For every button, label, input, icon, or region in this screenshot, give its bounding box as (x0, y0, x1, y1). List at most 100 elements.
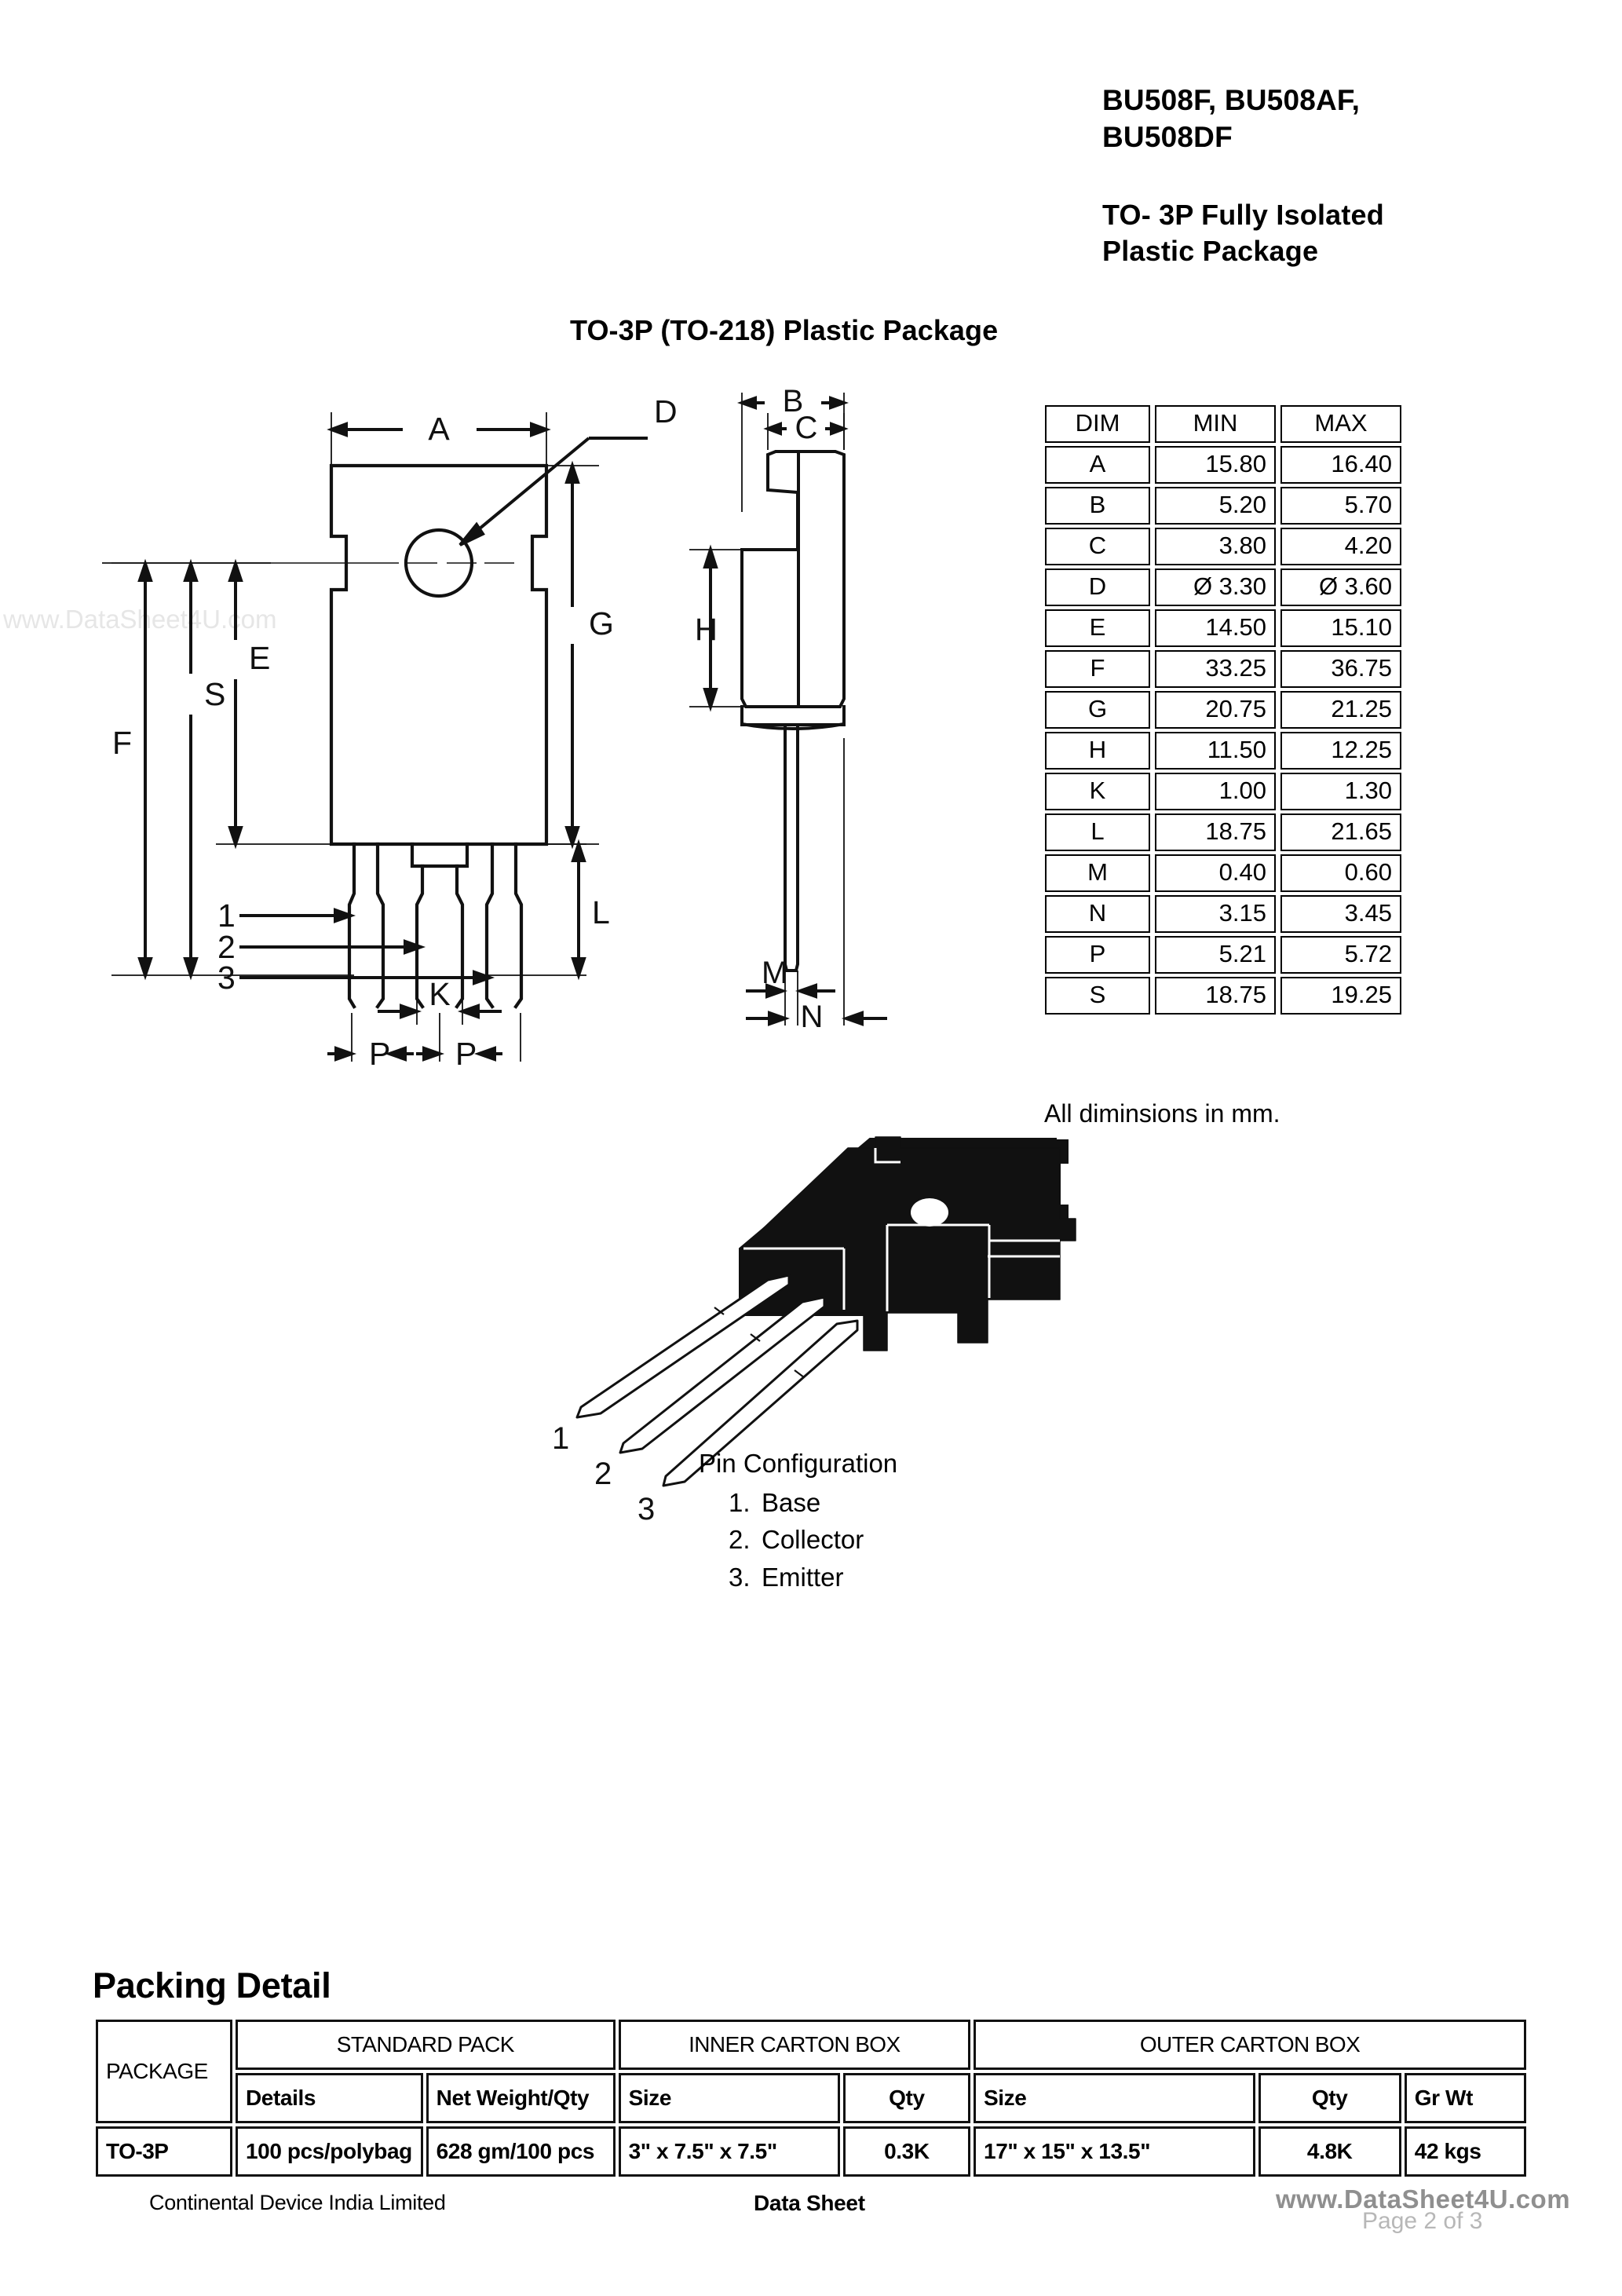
dim-table-header-row: DIM MIN MAX (1045, 405, 1401, 443)
dim-cell: M (1045, 854, 1150, 892)
min-cell: 5.20 (1155, 487, 1276, 525)
min-cell: 14.50 (1155, 609, 1276, 647)
dim-cell: S (1045, 977, 1150, 1015)
min-cell: Ø 3.30 (1155, 569, 1276, 606)
pin-number-1: 1 (217, 898, 236, 934)
packing-subheader-outer-size: Size (974, 2073, 1255, 2123)
dim-label-P-left: P (369, 1036, 390, 1072)
dim-cell: D (1045, 569, 1150, 606)
packing-value-inner-qty: 0.3K (842, 2126, 971, 2177)
dim-label-L: L (592, 894, 610, 930)
packing-value-package: TO-3P (96, 2126, 232, 2177)
section-title: TO-3P (TO-218) Plastic Package (570, 314, 999, 346)
packing-subheader-inner-size: Size (618, 2073, 840, 2123)
watermark-left: www.DataSheet4U.com (3, 605, 277, 634)
dim-label-B: B (783, 384, 804, 419)
min-cell: 18.75 (1155, 813, 1276, 851)
min-cell: 20.75 (1155, 691, 1276, 729)
pin-index: 3. (729, 1562, 751, 1592)
min-cell: 3.80 (1155, 528, 1276, 565)
max-cell: 0.60 (1280, 854, 1401, 892)
packing-value-gr-wt: 42 kgs (1404, 2126, 1526, 2177)
dim-row-S: S 18.75 19.25 (1045, 977, 1401, 1015)
dim-row-M: M 0.40 0.60 (1045, 854, 1401, 892)
dim-row-C: C 3.80 4.20 (1045, 528, 1401, 565)
dim-cell: B (1045, 487, 1150, 525)
packing-sub-header-row: Details Net Weight/Qty Size Qty Size Qty… (96, 2073, 1526, 2123)
dim-cell: F (1045, 650, 1150, 688)
dim-label-M: M (762, 956, 787, 990)
dim-label-P-right: P (455, 1036, 477, 1072)
dim-row-P: P 5.21 5.72 (1045, 936, 1401, 974)
isometric-package-drawing: 1 2 3 (518, 1131, 1099, 1539)
max-cell: 21.25 (1280, 691, 1401, 729)
dim-row-G: G 20.75 21.25 (1045, 691, 1401, 729)
side-view-drawing: B C H M (689, 384, 1013, 1036)
packing-detail-table: PACKAGE STANDARD PACK INNER CARTON BOX O… (93, 2016, 1529, 2180)
dim-row-N: N 3.15 3.45 (1045, 895, 1401, 933)
footer-doctype: Data Sheet (754, 2191, 865, 2215)
packing-header-inner-carton: INNER CARTON BOX (618, 2020, 971, 2070)
packing-subheader-details: Details (235, 2073, 423, 2123)
dim-label-K: K (429, 976, 450, 1012)
dim-label-S: S (204, 676, 225, 712)
iso-pin-number-1: 1 (552, 1421, 569, 1456)
dim-cell: P (1045, 936, 1150, 974)
package-title-line-2: Plastic Package (1102, 234, 1319, 267)
dim-header-dim: DIM (1045, 405, 1150, 443)
dim-cell: A (1045, 446, 1150, 484)
iso-pin-number-2: 2 (594, 1457, 612, 1491)
packing-header-outer-carton: OUTER CARTON BOX (974, 2020, 1526, 2070)
min-cell: 15.80 (1155, 446, 1276, 484)
dim-row-F: F 33.25 36.75 (1045, 650, 1401, 688)
watermark-footer: www.DataSheet4U.com (1276, 2184, 1571, 2214)
dim-header-min: MIN (1155, 405, 1276, 443)
page-number: Page 2 of 3 (1362, 2208, 1483, 2234)
footer-company: Continental Device India Limited (149, 2191, 446, 2214)
dim-cell: C (1045, 528, 1150, 565)
dim-header-max: MAX (1280, 405, 1401, 443)
front-view-drawing: A D G E (102, 385, 718, 1072)
max-cell: 21.65 (1280, 813, 1401, 851)
packing-value-outer-qty: 4.8K (1258, 2126, 1401, 2177)
part-numbers-line-2: BU508DF (1102, 120, 1233, 153)
packing-subheader-gr-wt: Gr Wt (1404, 2073, 1526, 2123)
dim-label-F: F (112, 725, 132, 761)
iso-pin-number-3: 3 (637, 1492, 655, 1526)
packing-subheader-inner-qty: Qty (842, 2073, 971, 2123)
max-cell: 19.25 (1280, 977, 1401, 1015)
dim-cell: N (1045, 895, 1150, 933)
dim-row-A: A 15.80 16.40 (1045, 446, 1401, 484)
pin-configuration-title: Pin Configuration (699, 1449, 898, 1478)
dim-cell: K (1045, 773, 1150, 810)
packing-data-row: TO-3P 100 pcs/polybag 628 gm/100 pcs 3" … (96, 2126, 1526, 2177)
packing-value-inner-size: 3" x 7.5" x 7.5" (618, 2126, 840, 2177)
dim-label-H: H (695, 612, 718, 647)
max-cell: 3.45 (1280, 895, 1401, 933)
pin-configuration: Pin Configuration 1.Base 2.Collector 3.E… (699, 1445, 897, 1596)
dim-label-C: C (795, 411, 818, 445)
pin-list-item: 3.Emitter (729, 1559, 897, 1596)
packing-header-standard-pack: STANDARD PACK (235, 2020, 616, 2070)
max-cell: 15.10 (1280, 609, 1401, 647)
dim-cell: H (1045, 732, 1150, 770)
pin-number-3: 3 (217, 960, 236, 996)
max-cell: 5.72 (1280, 936, 1401, 974)
min-cell: 5.21 (1155, 936, 1276, 974)
dimensions-table: DIM MIN MAX A 15.80 16.40 B 5.20 5.70 C … (1040, 402, 1406, 1018)
packing-header-package: PACKAGE (96, 2020, 232, 2123)
dim-cell: E (1045, 609, 1150, 647)
min-cell: 11.50 (1155, 732, 1276, 770)
max-cell: 1.30 (1280, 773, 1401, 810)
packing-detail-title: Packing Detail (93, 1965, 331, 2005)
pin-list-item: 2.Collector (729, 1521, 897, 1559)
pin-list-item: 1.Base (729, 1484, 897, 1522)
pin-number-2: 2 (217, 929, 236, 965)
min-cell: 18.75 (1155, 977, 1276, 1015)
dim-row-E: E 14.50 15.10 (1045, 609, 1401, 647)
max-cell: 5.70 (1280, 487, 1401, 525)
min-cell: 3.15 (1155, 895, 1276, 933)
packing-value-outer-size: 17" x 15" x 13.5" (974, 2126, 1255, 2177)
max-cell: 12.25 (1280, 732, 1401, 770)
